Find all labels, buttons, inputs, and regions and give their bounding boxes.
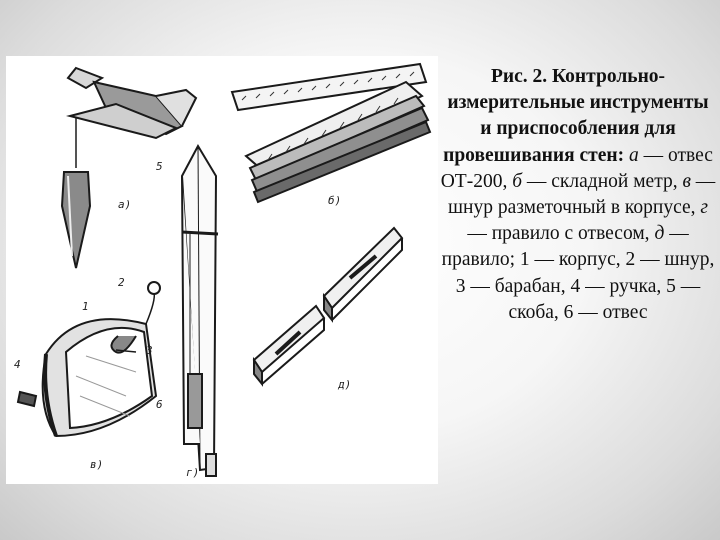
panel-label-a: а) <box>118 198 131 211</box>
caption-text-v: — шнур разметочный в корпусе, <box>448 170 716 219</box>
part-number-5: 5 <box>156 160 163 173</box>
part-number-6: 6 <box>156 398 163 411</box>
caption-letter-g: г <box>700 197 708 219</box>
panel-label-v: в) <box>90 458 103 471</box>
part-number-1: 1 <box>82 300 89 313</box>
straightedge-with-plumb-drawing <box>180 143 219 477</box>
plumb-bob-drawing <box>60 66 198 269</box>
panel-label-g: г) <box>186 466 199 479</box>
part-number-3: 3 <box>145 344 153 357</box>
caption-title: Рис. 2. Контрольно-измерительные инструм… <box>443 66 709 166</box>
part-number-2: 2 <box>118 276 125 289</box>
caption-parts-list: 1 — корпус, 2 — шнур, 3 — барабан, 4 — р… <box>455 249 715 323</box>
caption-text-a: — отвес ОТ-200, <box>440 144 713 192</box>
instruments-illustration: а) б) 1 2 3 4 <box>6 56 438 484</box>
panel-label-b: б) <box>328 194 341 207</box>
caption-text-d: — правило; <box>441 223 689 271</box>
caption-text-b: — складной метр, <box>522 170 683 192</box>
panel-label-d: д) <box>337 378 351 391</box>
chalk-line-reel-drawing <box>16 281 161 438</box>
figure-caption: Рис. 2. Контрольно-измерительные инструм… <box>440 64 716 326</box>
folding-ruler-drawing <box>230 62 432 204</box>
caption-letter-a: а <box>629 144 639 166</box>
straightedge-drawing <box>252 226 404 387</box>
caption-letter-b: б <box>512 170 523 192</box>
caption-text-g: — правило с отвесом, <box>467 223 655 245</box>
caption-letter-d: д <box>654 223 665 245</box>
part-number-4: 4 <box>14 358 21 371</box>
caption-letter-v: в <box>682 170 691 192</box>
